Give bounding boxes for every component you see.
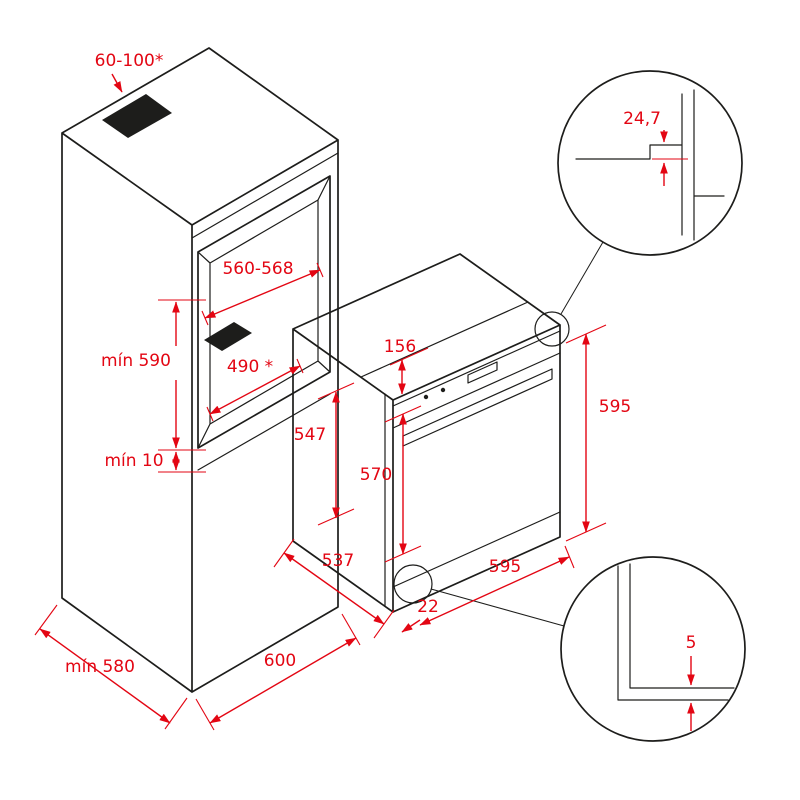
dim-extension bbox=[564, 545, 575, 569]
dim-extension bbox=[273, 538, 295, 568]
niche-shelf-marker bbox=[204, 322, 252, 351]
dim-niche-width: 560-568 bbox=[201, 259, 324, 326]
dimensions-group: 60-100* 560-568 mín 590 mín 10 490 * bbox=[34, 51, 697, 731]
dim-niche-floor-depth-line bbox=[209, 365, 301, 415]
dim-niche-height: mín 590 bbox=[101, 299, 206, 451]
dim-oven-frame-overhang-arrow bbox=[401, 619, 421, 633]
dim-tick bbox=[201, 310, 209, 326]
dim-label-cabinet-depth: mín 580 bbox=[65, 657, 135, 677]
dim-label-oven-frame-overhang: 22 bbox=[417, 597, 439, 617]
dim-tick bbox=[565, 522, 607, 542]
oven-door-handle bbox=[402, 368, 553, 447]
dim-extension bbox=[373, 609, 395, 639]
dim-cabinet-depth-line bbox=[39, 628, 171, 724]
niche-interior-lines bbox=[197, 175, 331, 449]
vent-cutout-shape bbox=[102, 94, 172, 138]
dim-label-oven-side-height: 595 bbox=[599, 397, 631, 417]
detail-circle-bottom bbox=[560, 556, 746, 742]
dim-label-detail-top-gap: 24,7 bbox=[623, 109, 661, 129]
dim-oven-width-line bbox=[419, 556, 570, 626]
oven-control-dot bbox=[423, 394, 429, 400]
dim-niche-width-line bbox=[204, 269, 321, 319]
dim-oven-width: 595 bbox=[419, 545, 575, 626]
dim-cabinet-width: 600 bbox=[195, 613, 361, 731]
dim-label-oven-bottom-depth: 537 bbox=[322, 551, 354, 571]
dim-label-niche-height: mín 590 bbox=[101, 351, 171, 371]
detail-top-section-lines bbox=[575, 89, 725, 241]
dim-label-oven-top-recess: 156 bbox=[384, 337, 416, 357]
dim-tick bbox=[317, 508, 355, 526]
dim-cabinet-depth: mín 580 bbox=[34, 604, 188, 730]
dim-extension bbox=[34, 604, 58, 636]
dim-label-detail-bottom-gap: 5 bbox=[686, 633, 697, 653]
dim-label-niche-floor-depth: 490 * bbox=[227, 357, 273, 377]
oven-control-dot bbox=[440, 387, 446, 393]
dim-label-niche-width: 560-568 bbox=[222, 259, 293, 279]
detail-marker-top bbox=[534, 311, 570, 347]
dim-oven-frame-overhang: 22 bbox=[401, 597, 439, 633]
dim-cabinet-width-line bbox=[209, 637, 357, 724]
dim-tick bbox=[389, 347, 429, 366]
dim-oven-body-height: 547 bbox=[294, 382, 355, 526]
oven-detail-lines bbox=[360, 301, 561, 607]
dim-tick bbox=[317, 382, 355, 400]
dim-oven-top-recess: 156 bbox=[384, 337, 429, 395]
dim-detail-bottom-gap: 5 bbox=[686, 633, 697, 731]
dim-vent-arrow bbox=[111, 73, 123, 93]
dim-tick bbox=[384, 405, 422, 423]
dim-tick bbox=[316, 262, 324, 278]
detail-bottom-section-lines bbox=[617, 563, 735, 701]
dim-oven-bottom-depth: 537 bbox=[273, 538, 395, 639]
cabinet-group bbox=[61, 47, 339, 693]
dim-tick bbox=[296, 358, 304, 374]
cabinet-face-lines bbox=[191, 152, 339, 471]
dim-oven-front-height: 570 bbox=[360, 405, 422, 563]
dim-bottom-clearance: mín 10 bbox=[104, 451, 206, 473]
dim-label-oven-front-height: 570 bbox=[360, 465, 392, 485]
dim-tick bbox=[384, 545, 422, 563]
dim-label-bottom-clearance: mín 10 bbox=[104, 451, 163, 471]
dim-extension bbox=[164, 697, 188, 730]
detail-circle-top bbox=[557, 70, 743, 256]
dim-extension bbox=[195, 698, 215, 731]
dim-niche-floor-depth: 490 * bbox=[206, 357, 304, 422]
dim-detail-top-gap: 24,7 bbox=[623, 109, 688, 186]
dim-label-vent-cutout: 60-100* bbox=[95, 51, 164, 71]
dim-label-cabinet-width: 600 bbox=[264, 651, 296, 671]
dim-label-oven-width: 595 bbox=[489, 557, 521, 577]
dim-tick bbox=[206, 406, 214, 422]
dim-oven-side-height: 595 bbox=[565, 324, 631, 542]
dim-vent-cutout: 60-100* bbox=[95, 51, 164, 93]
oven-control-display bbox=[467, 361, 498, 384]
dim-oven-bottom-depth-line bbox=[283, 552, 385, 625]
dim-tick bbox=[565, 324, 607, 344]
dim-label-oven-body-height: 547 bbox=[294, 425, 326, 445]
